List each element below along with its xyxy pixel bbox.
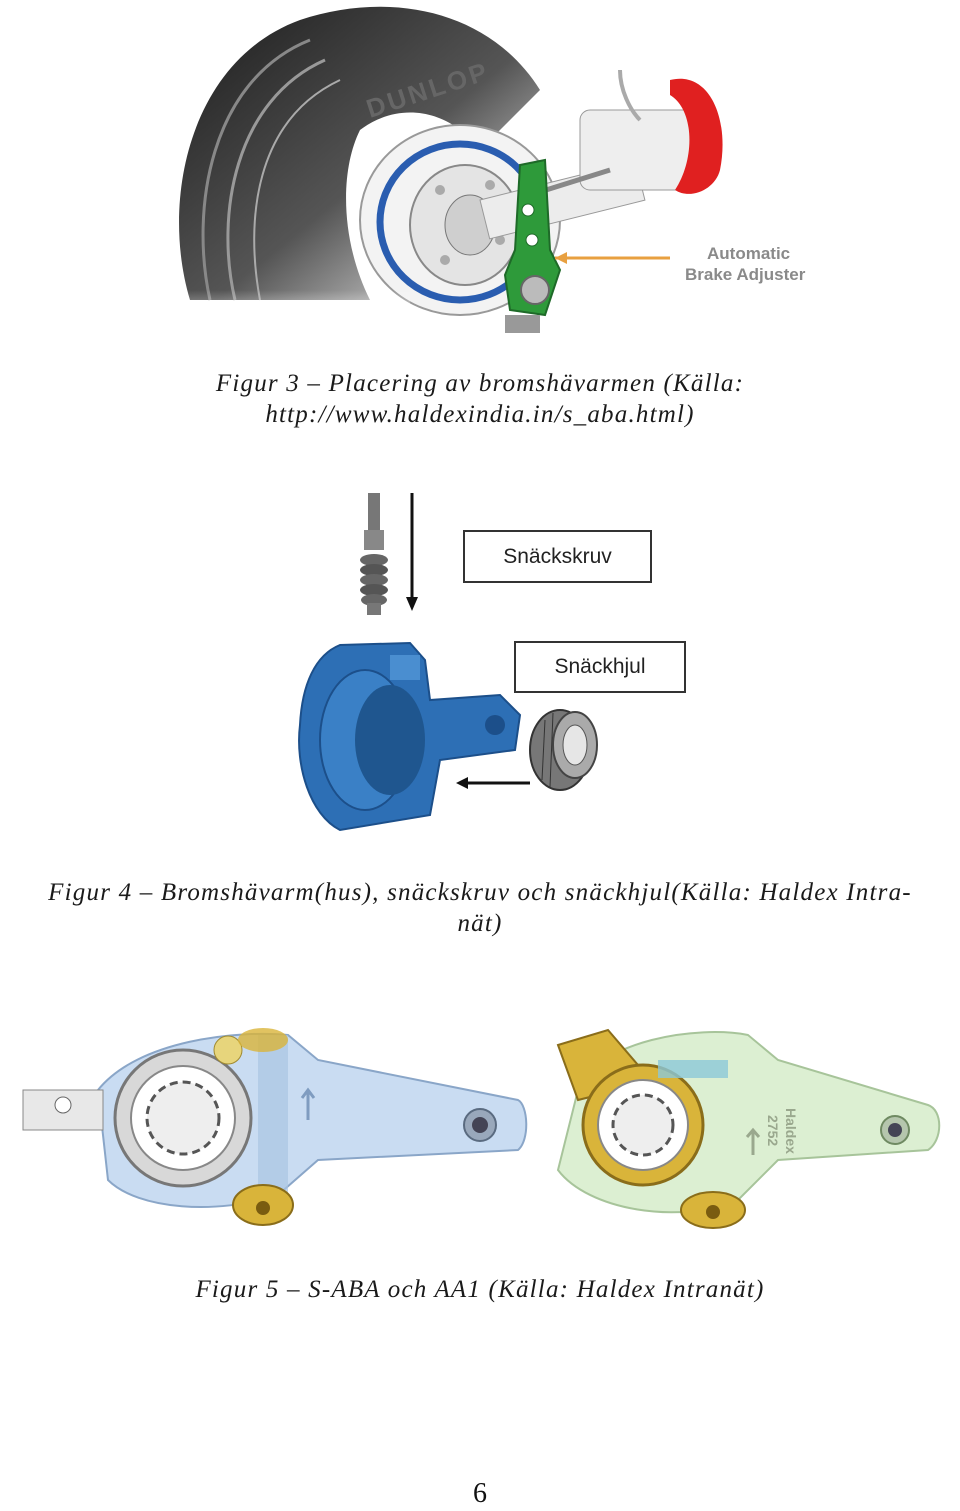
callout-label: Automatic Brake Adjuster (685, 243, 805, 285)
figure-5-caption: Figur 5 – S-ABA och AA1 (Källa: Haldex I… (195, 1276, 765, 1303)
label-worm-wheel: Snäckhjul (514, 641, 686, 693)
page-number: 6 (473, 1478, 487, 1509)
aa1-housing-brand-text: Haldex (783, 1108, 799, 1154)
tire: DUNLOP (179, 6, 541, 301)
figure-4-caption-line1: Figur 4 – Bromshävarm(hus), snäckskruv o… (48, 879, 912, 906)
callout-line2: Brake Adjuster (685, 265, 806, 284)
figure-4-image: Snäckskruv Snäckhjul (290, 485, 710, 840)
brake-lever-housing (298, 641, 522, 832)
aa1-adjuster: Haldex 2752 (556, 1028, 941, 1229)
figure-4-caption-line2: nät) (457, 910, 503, 937)
figure-4-caption: Figur 4 – Bromshävarm(hus), snäckskruv o… (0, 877, 960, 939)
brake-chamber (529, 69, 723, 198)
figure-3-caption: Figur 3 – Placering av bromshävarmen (Kä… (0, 368, 960, 430)
figure-5-image: Haldex 2752 (18, 1010, 948, 1245)
s-aba-adjuster (22, 1028, 528, 1226)
figure-3-caption-line2: http://www.haldexindia.in/s_aba.html) (265, 401, 695, 428)
automatic-brake-adjuster (503, 158, 562, 333)
worm-screw (360, 493, 388, 615)
callout-line1: Automatic (707, 244, 791, 263)
worm-wheel (529, 709, 598, 791)
label-worm-screw: Snäckskruv (463, 530, 652, 583)
aa1-housing-number-text: 2752 (765, 1115, 781, 1146)
figure-3-image: DUNLOP (150, 0, 810, 340)
figure-3-caption-line1: Figur 3 – Placering av bromshävarmen (Kä… (215, 370, 745, 397)
